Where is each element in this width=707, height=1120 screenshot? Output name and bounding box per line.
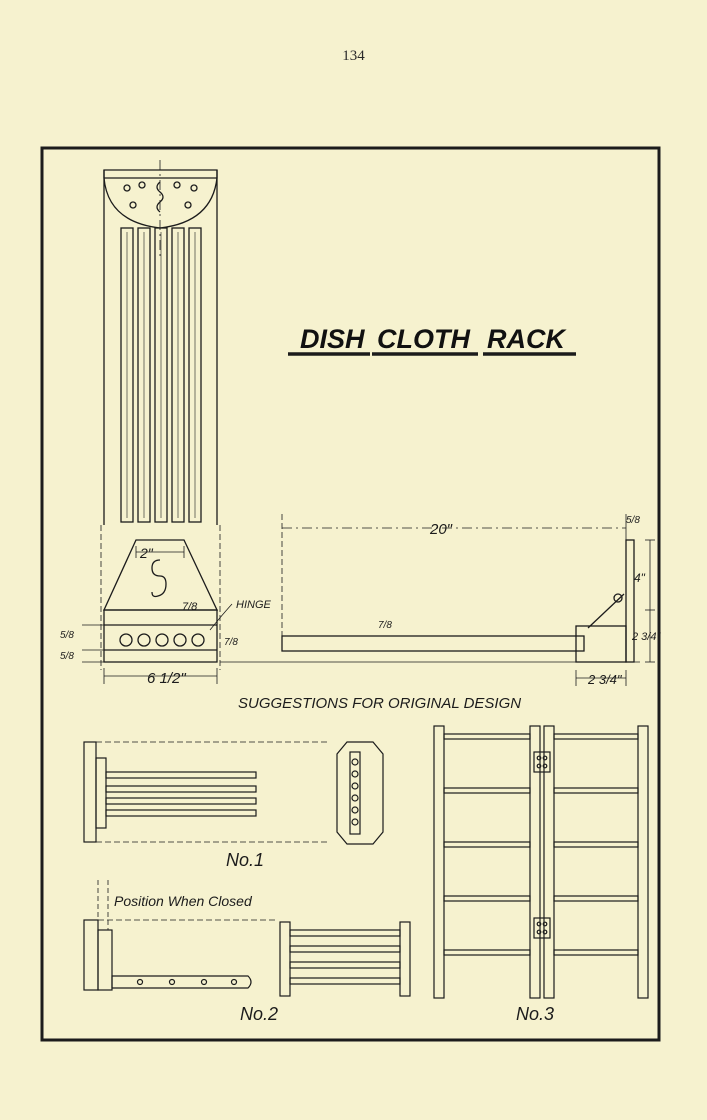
label-position-closed: Position When Closed — [114, 893, 253, 909]
dim-width-top: 2" — [139, 545, 154, 561]
title-word-dish: DISH — [300, 324, 365, 354]
dim-left-five-eighths-a: 5/8 — [60, 630, 74, 641]
dim-arm-thickness: 7/8 — [378, 620, 392, 631]
dim-base-length: 2 3/4" — [587, 672, 623, 687]
dim-left-five-eighths-b: 5/8 — [60, 651, 74, 662]
suggestions-heading: SUGGESTIONS FOR ORIGINAL DESIGN — [238, 695, 521, 712]
label-no1: No.1 — [226, 850, 264, 870]
page-number: 134 — [342, 48, 365, 64]
design-no2 — [83, 880, 411, 997]
drawing-border — [40, 146, 661, 1042]
title-word-cloth: CLOTH — [377, 324, 470, 354]
label-no2: No.2 — [240, 1004, 278, 1024]
dim-post-height: 4" — [634, 571, 646, 585]
dim-length: 20" — [429, 521, 453, 538]
dim-lower-height: 2 3/4" — [631, 631, 661, 643]
label-no3: No.3 — [516, 1004, 554, 1024]
dim-top-five-eighths: 5/8 — [626, 515, 640, 526]
dim-overall-width: 6 1/2" — [147, 670, 186, 687]
side-view — [220, 514, 655, 686]
design-no1 — [83, 741, 384, 845]
label-hinge: HINGE — [236, 599, 272, 611]
top-view-rack — [103, 160, 218, 525]
end-view — [82, 525, 233, 684]
dim-hook-depth: 7/8 — [182, 601, 198, 613]
title-word-rack: RACK — [487, 324, 567, 354]
drawing-title: DISH CLOTH RACK — [288, 324, 576, 356]
design-no3 — [433, 725, 649, 999]
dim-right-seven-eighths: 7/8 — [224, 637, 238, 648]
